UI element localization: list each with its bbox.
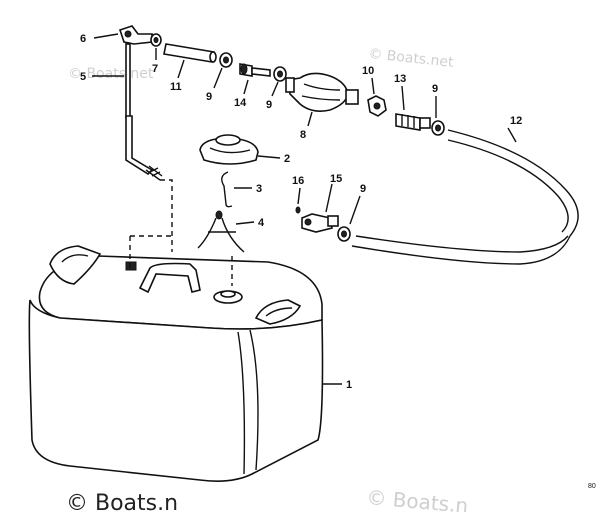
retainer-4	[197, 210, 245, 253]
callout-16: 16	[292, 175, 304, 187]
leader-15	[325, 183, 333, 213]
leader-9d	[349, 195, 361, 225]
callout-10: 10	[362, 65, 374, 77]
washer-7	[150, 33, 162, 47]
connector-14	[239, 63, 271, 77]
callout-12: 12	[510, 115, 522, 127]
fuel-tank	[28, 245, 324, 482]
watermark-top-right: © Boats.net	[368, 46, 455, 71]
callout-6: 6	[80, 33, 86, 45]
callout-7: 7	[152, 63, 158, 75]
callout-1: 1	[346, 379, 352, 391]
leader-10	[371, 77, 375, 95]
fuel-pickup-tube	[125, 43, 163, 181]
leader-9a	[213, 67, 223, 89]
callout-8: 8	[300, 129, 306, 141]
leader-13	[401, 85, 405, 111]
washer-9b	[273, 66, 287, 82]
nut-10	[367, 95, 387, 117]
watermark-bottom-right: © Boats.n	[366, 485, 470, 512]
callout-9c: 9	[432, 83, 438, 95]
callout-11: 11	[170, 81, 182, 93]
corner-code: 80	[588, 483, 596, 490]
pin-16	[295, 206, 301, 214]
leader-12	[507, 127, 517, 143]
filler-cap-2	[199, 134, 259, 165]
washer-9d	[337, 226, 351, 242]
leader-9b	[271, 81, 279, 97]
callout-4: 4	[258, 217, 265, 229]
callout-2: 2	[284, 153, 290, 165]
callout-5: 5	[80, 71, 86, 83]
clip-3	[221, 171, 233, 208]
watermark-bottom-left: © Boats.n	[66, 491, 178, 512]
callout-15: 15	[330, 173, 342, 185]
callout-3: 3	[256, 183, 262, 195]
leader-4	[235, 221, 255, 225]
leader-16	[297, 187, 301, 205]
callout-14: 14	[234, 97, 247, 109]
washer-9a	[219, 52, 233, 68]
connector-15	[301, 213, 339, 233]
callout-9b: 9	[266, 99, 272, 111]
callout-9a: 9	[206, 91, 212, 103]
fuel-hose-12	[351, 129, 579, 265]
leader-14	[243, 79, 249, 95]
leader-6	[93, 33, 119, 39]
fitting-13	[395, 113, 431, 131]
leader-11	[177, 59, 185, 79]
leader-8	[307, 111, 313, 127]
primer-bulb-8	[285, 72, 359, 112]
dashed-assembly-line	[129, 179, 173, 268]
leader-2	[257, 155, 281, 159]
callout-13: 13	[394, 73, 406, 85]
callout-9d: 9	[360, 183, 366, 195]
washer-9c	[431, 120, 445, 136]
watermark-top-left: © Boats.net	[68, 66, 154, 82]
fitting-elbow	[118, 25, 153, 45]
hose-11	[163, 43, 217, 63]
